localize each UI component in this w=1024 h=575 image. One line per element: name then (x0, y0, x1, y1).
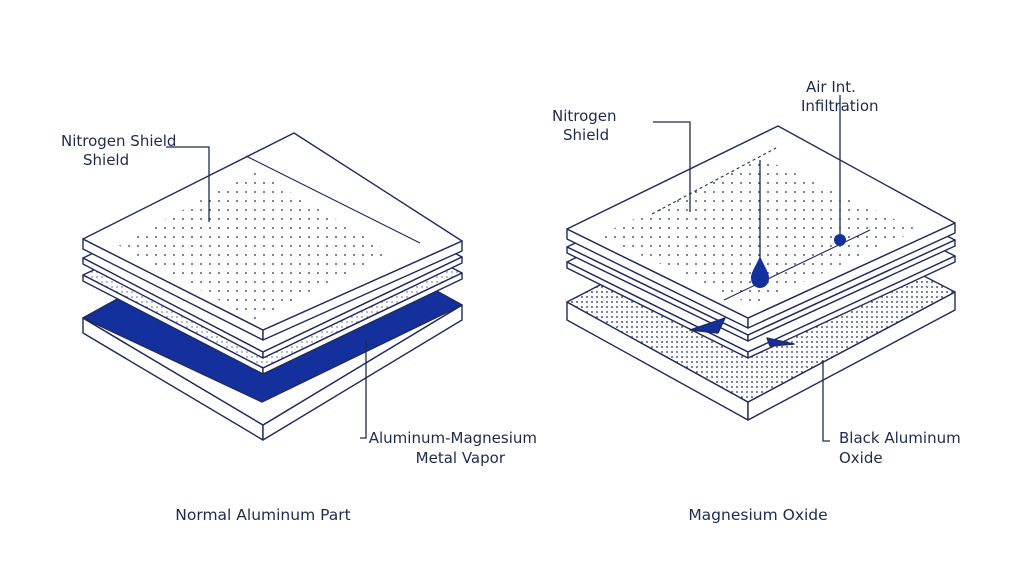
right-oxide-label: Black Aluminum (839, 429, 961, 447)
left-top-plate (82, 132, 463, 341)
left-shield-leader (166, 146, 210, 222)
right-shield-leader (653, 121, 691, 212)
right-stack (566, 125, 956, 421)
left-stack (82, 132, 463, 441)
right-shield-label: Nitrogen (552, 107, 617, 125)
left-shield-label-2: Shield (83, 151, 129, 169)
right-top-plate (566, 125, 956, 329)
left-caption: Normal Aluminum Part (175, 506, 350, 524)
left-vapor-leader (360, 340, 367, 439)
left-shield-label: Nitrogen Shield (61, 132, 176, 150)
oxide-wedge-icon (766, 337, 795, 347)
right-oxide-leader (822, 360, 830, 442)
left-vapor-label: Aluminum-Magnesium (369, 429, 537, 447)
air-bubble-icon (834, 234, 846, 246)
left-vapor-label-2: Metal Vapor (416, 449, 506, 467)
right-air-label-2: Infiltration (801, 97, 879, 115)
right-shield-label-2: Shield (563, 126, 609, 144)
right-air-label: Air Int. (806, 78, 856, 96)
right-caption: Magnesium Oxide (688, 506, 827, 524)
right-oxide-label-2: Oxide (839, 449, 883, 467)
air-droplet-icon (751, 256, 769, 288)
oxide-wedge-icon (689, 317, 726, 334)
